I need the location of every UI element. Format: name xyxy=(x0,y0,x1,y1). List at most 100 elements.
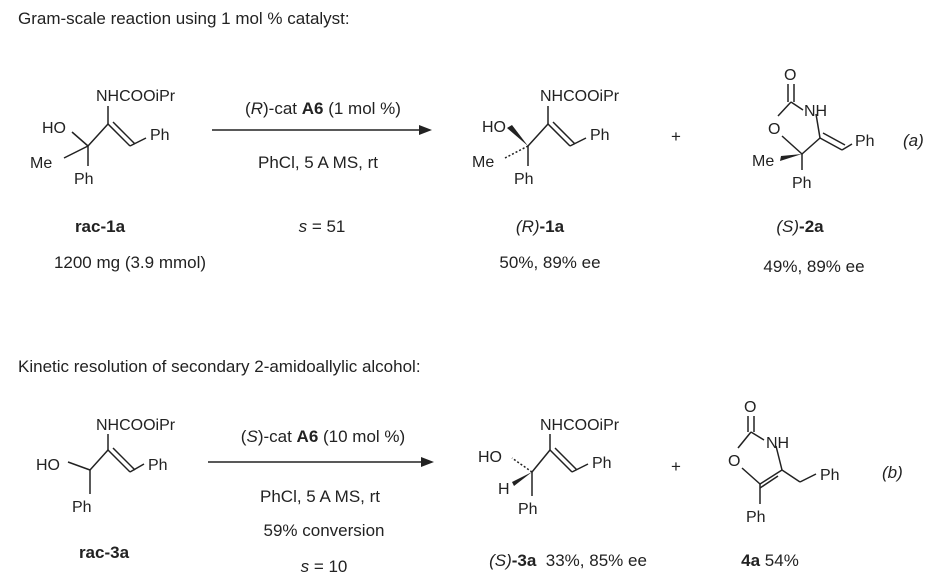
plus-sign: + xyxy=(671,127,681,146)
section-b: Kinetic resolution of secondary 2-amidoa… xyxy=(18,357,903,576)
plus-sign: + xyxy=(671,457,681,476)
atom-label: HO xyxy=(42,120,66,137)
yield-r-1a: 50%, 89% ee xyxy=(499,253,600,272)
wedge-bond xyxy=(512,472,532,486)
atom-label: HO xyxy=(482,119,506,136)
atom-label: NH xyxy=(804,103,827,120)
atom-label: Me xyxy=(752,153,774,170)
bond xyxy=(781,135,803,155)
bond xyxy=(741,467,761,485)
atom-label: NHCOOiPr xyxy=(540,88,620,105)
equation-tag-b: (b) xyxy=(882,463,903,482)
equation-tag-a: (a) xyxy=(903,131,924,150)
structure-r-1a: NHCOOiPr HO Ph Me Ph xyxy=(472,88,620,188)
bond xyxy=(112,121,136,145)
arrow-a-catalyst: (R)-cat A6 (1 mol %) xyxy=(245,99,401,118)
atom-label: Ph xyxy=(74,171,94,188)
atom-label: Ph xyxy=(792,175,812,192)
bond xyxy=(107,449,131,473)
atom-label: O xyxy=(728,453,740,470)
bond xyxy=(737,431,752,449)
arrow-a-conditions: PhCl, 5 A MS, rt xyxy=(258,153,378,172)
bond xyxy=(554,447,578,471)
structure-4a: O NH O Ph Ph xyxy=(728,399,840,526)
atom-label: HO xyxy=(36,457,60,474)
bond xyxy=(112,447,136,471)
compound-label-s-2a: (S)-2a xyxy=(776,217,824,236)
bond xyxy=(527,123,549,147)
bond xyxy=(815,113,821,139)
conversion-b: 59% conversion xyxy=(264,521,385,540)
hashed-bond xyxy=(504,145,529,159)
compound-label-rac-3a: rac-3a xyxy=(79,543,130,562)
wedge-bond xyxy=(507,125,528,146)
compound-label-rac-1a: rac-1a xyxy=(75,217,126,236)
bond xyxy=(71,131,89,147)
bond xyxy=(67,461,91,471)
arrow-b-catalyst: (S)-cat A6 (10 mol %) xyxy=(241,427,405,446)
atom-label: Ph xyxy=(150,127,170,144)
bond xyxy=(750,431,765,441)
bond xyxy=(89,449,109,471)
arrowhead xyxy=(419,125,432,135)
bond xyxy=(819,137,843,151)
bond xyxy=(87,123,109,147)
structure-s-2a: O NH O Ph Me Ph xyxy=(752,67,875,192)
atom-label: H xyxy=(498,481,510,498)
atom-label: Ph xyxy=(746,509,766,526)
bond xyxy=(552,121,576,145)
atom-label: Ph xyxy=(592,455,612,472)
atom-label: O xyxy=(784,67,796,84)
compound-result-s-3a: (S)-3a 33%, 85% ee xyxy=(489,551,647,570)
atom-label: Ph xyxy=(518,501,538,518)
atom-label: Ph xyxy=(72,499,92,516)
bond xyxy=(841,143,853,151)
bond xyxy=(759,475,779,489)
selectivity-b: s = 10 xyxy=(301,557,348,576)
bond xyxy=(822,132,846,146)
atom-label: Ph xyxy=(148,457,168,474)
atom-label: NHCOOiPr xyxy=(540,417,620,434)
amount-text: 1200 mg (3.9 mmol) xyxy=(54,253,206,272)
atom-label: Ph xyxy=(820,467,840,484)
atom-label: O xyxy=(744,399,756,416)
yield-s-2a: 49%, 89% ee xyxy=(763,257,864,276)
bond xyxy=(63,145,89,159)
section-a: Gram-scale reaction using 1 mol % cataly… xyxy=(18,9,924,276)
bond xyxy=(801,137,821,155)
compound-label-r-1a: (R)-1a xyxy=(516,217,565,236)
atom-label: Ph xyxy=(590,127,610,144)
bond xyxy=(777,101,792,117)
wedge-bond xyxy=(780,154,802,161)
bond xyxy=(107,123,131,147)
structure-rac-1a: NHCOOiPr HO Ph Me Ph xyxy=(30,88,176,188)
bond xyxy=(781,469,801,483)
bond xyxy=(531,449,551,473)
atom-label: HO xyxy=(478,449,502,466)
selectivity-a: s = 51 xyxy=(299,217,346,236)
bond xyxy=(129,463,145,473)
atom-label: Ph xyxy=(514,171,534,188)
arrow-b-conditions: PhCl, 5 A MS, rt xyxy=(260,487,380,506)
bond xyxy=(547,123,571,147)
section-b-heading: Kinetic resolution of secondary 2-amidoa… xyxy=(18,357,421,376)
bond xyxy=(759,469,783,485)
atom-label: Me xyxy=(472,154,494,171)
structure-rac-3a: NHCOOiPr HO Ph Ph xyxy=(36,417,176,516)
atom-label: Me xyxy=(30,155,52,172)
atom-label: O xyxy=(768,121,780,138)
bond xyxy=(569,137,587,147)
arrowhead xyxy=(421,457,434,467)
atom-label: NHCOOiPr xyxy=(96,88,176,105)
bond xyxy=(799,473,817,483)
bond xyxy=(790,101,804,111)
bond xyxy=(129,137,147,147)
bond xyxy=(571,463,589,473)
section-a-heading: Gram-scale reaction using 1 mol % cataly… xyxy=(18,9,350,28)
bond xyxy=(549,449,573,473)
hashed-bond xyxy=(511,457,533,473)
compound-result-4a: 4a 54% xyxy=(741,551,799,570)
atom-label: NH xyxy=(766,435,789,452)
atom-label: Ph xyxy=(855,133,875,150)
